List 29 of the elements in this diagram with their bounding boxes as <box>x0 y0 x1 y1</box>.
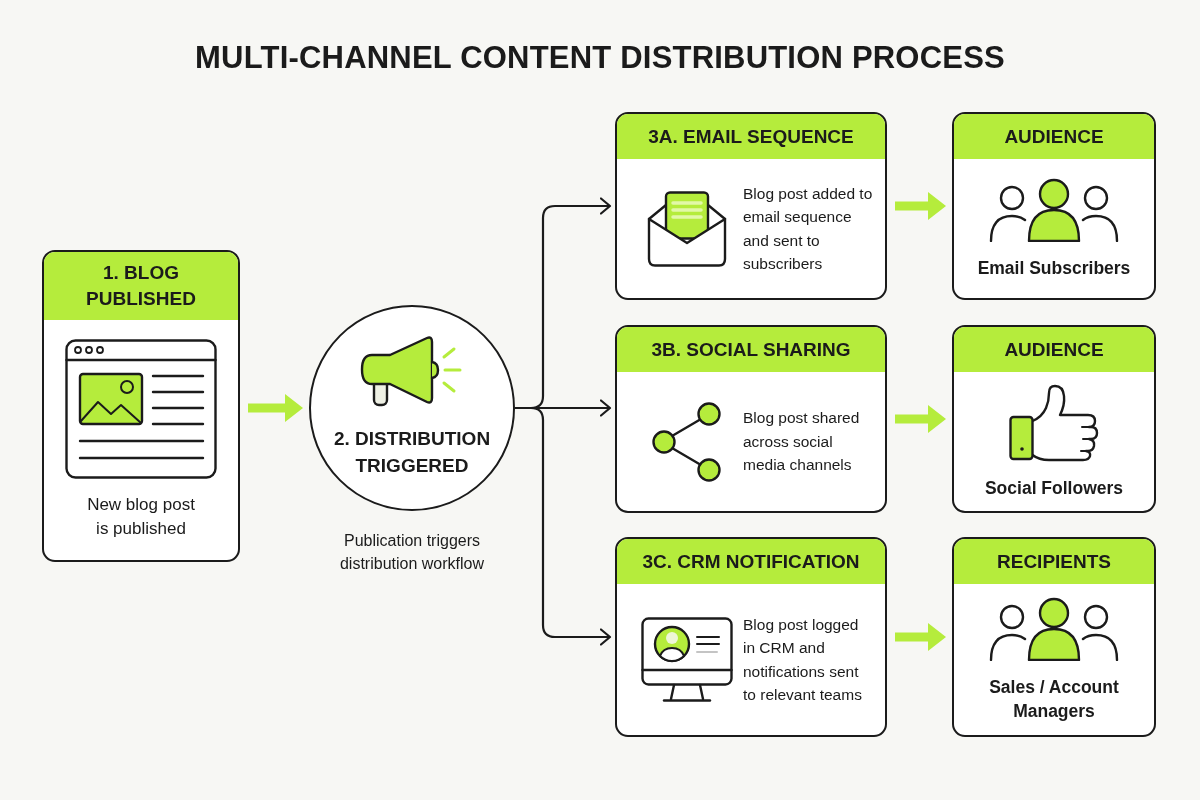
step-title: 2. DISTRIBUTION TRIGGERED <box>332 427 492 478</box>
diagram-title: MULTI-CHANNEL CONTENT DISTRIBUTION PROCESS <box>194 39 1006 77</box>
process-card <box>615 537 887 737</box>
process-card <box>42 250 240 562</box>
audience-label: Sales / Account Managers <box>988 675 1120 723</box>
audience-card <box>952 537 1156 737</box>
step-title: 3B. SOCIAL SHARING <box>651 337 851 362</box>
audience-card <box>952 112 1156 300</box>
audience-card <box>952 325 1156 513</box>
step-title: 3C. CRM NOTIFICATION <box>642 549 860 574</box>
step-title: 1. BLOG PUBLISHED <box>85 261 197 311</box>
arrow <box>248 394 303 422</box>
arrow <box>895 405 946 433</box>
step-description: New blog post is published <box>86 494 196 540</box>
audience-label: Social Followers <box>984 476 1124 500</box>
arrow <box>895 623 946 651</box>
step-title: AUDIENCE <box>1004 124 1104 149</box>
step-description: Blog post added to email sequence and sent to subscribers <box>743 183 874 274</box>
step-title: 3A. EMAIL SEQUENCE <box>648 124 854 149</box>
process-card <box>615 112 887 300</box>
step-description: Blog post shared across social media channels <box>743 408 861 476</box>
audience-label: Email Subscribers <box>977 256 1131 280</box>
step-title: RECIPIENTS <box>997 549 1111 574</box>
step-title: AUDIENCE <box>1004 337 1104 362</box>
arrow <box>515 406 612 646</box>
node-caption: Publication triggers distribution workflow <box>338 531 486 574</box>
step-description: Blog post logged in CRM and notifications sent to relevant teams <box>743 614 863 705</box>
arrow <box>895 192 946 220</box>
process-card <box>615 325 887 513</box>
